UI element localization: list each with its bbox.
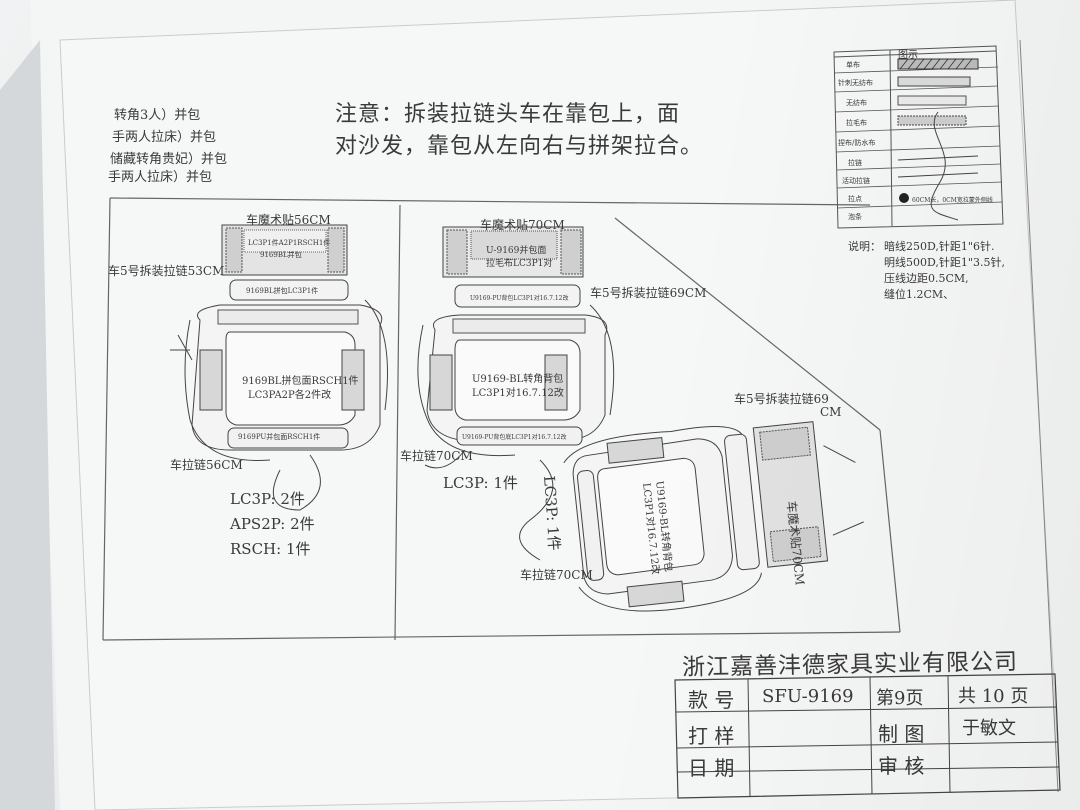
note-3: 储藏转角贵妃）并包: [110, 152, 228, 167]
legend-row-0: 单布: [846, 61, 860, 69]
left-seat-text-1: 9169BL拼包面RSCH1件: [242, 376, 359, 387]
page-number: 第9页: [876, 688, 924, 709]
legend-row-1: 针刺无纺布: [838, 79, 873, 87]
left-top-small-1: LC3P1件A2P1RSCH1件: [248, 239, 331, 247]
left-zipper-label: 车拉链56CM: [170, 458, 243, 472]
note-1: 转角3人）并包: [114, 108, 201, 123]
title-block-grid: [674, 673, 1061, 799]
style-label: 款 号: [688, 688, 735, 712]
notice-line-1: 注意：拆装拉链头车在靠包上，面: [335, 102, 681, 127]
left-count-3: RSCH: 1件: [230, 540, 311, 558]
middle-count: LC3P: 1件: [443, 474, 518, 492]
notice-line-2: 对沙发，靠包从左向右与拼架拉合。: [335, 134, 704, 159]
left-panel-text: 9169BL拼包LC3P1件: [246, 287, 319, 295]
left-velcro-label: 车魔术贴56CM: [246, 213, 331, 227]
drawn-label: 制 图: [878, 722, 925, 746]
instructions-line-1: 暗线250D,针距1"6针.: [884, 240, 995, 253]
instructions-line-3: 压线边距0.5CM,: [884, 272, 969, 285]
left-bottom-text: 9169PU并包面RSCH1件: [238, 433, 321, 441]
left-seat-text-2: LC3PA2P各2件改: [248, 390, 332, 401]
legend-row-4: 捏布/防水布: [838, 139, 876, 147]
middle-velcro-label: 车魔术贴70CM: [480, 218, 565, 232]
middle-bottom-text: U9169-PU背包底LC3P1对16.7.12改: [462, 434, 567, 441]
instructions-line-4: 缝位1.2CM、: [884, 288, 955, 301]
date-label: 日 期: [688, 756, 735, 780]
right-zipper-label: 车拉链70CM: [520, 568, 593, 582]
right-cushion-diagram: [519, 421, 864, 612]
left-count-2: APS2P: 2件: [230, 515, 315, 533]
style-value: SFU-9169: [762, 686, 854, 707]
middle-top-text-1: U-9169并包面: [486, 246, 547, 256]
page-total: 共 10 页: [958, 686, 1029, 707]
left-top-small-2: 9169BL并包: [260, 251, 302, 259]
legend-row-2: 无纺布: [846, 99, 867, 107]
instructions-label: 说明：: [848, 240, 881, 253]
left-cushion-diagram: [170, 224, 388, 511]
note-4: 手两人拉床）并包: [108, 170, 213, 185]
note-2: 手两人拉床）并包: [112, 130, 217, 145]
legend-dot-note: 60CM长，0CM宽拉蒙外侧线: [912, 197, 993, 204]
middle-seat-text-1: U9169-BL转角背包: [472, 374, 564, 385]
left-count-1: LC3P: 2件: [230, 490, 305, 508]
legend-row-8: 泡条: [848, 213, 862, 221]
middle-seat-text-2: LC3P1对16.7.12改: [472, 388, 564, 399]
right-zipper5-label-b: CM: [820, 405, 842, 419]
middle-band-text: U9169-PU背包LC3P1对16.7.12改: [470, 295, 569, 302]
right-zipper5-label-a: 车5号拆装拉链69: [734, 392, 829, 406]
sample-label: 打 样: [688, 724, 735, 748]
middle-zipper5-label: 车5号拆装拉链69CM: [590, 286, 707, 300]
review-label: 审 核: [878, 754, 925, 778]
legend-row-7: 拉点: [848, 195, 862, 203]
middle-top-text-2: 拉毛布LC3P1对: [486, 259, 553, 269]
instructions-line-2: 明线500D,针距1"3.5针,: [884, 256, 1005, 269]
legend-title: 图示: [898, 50, 918, 61]
middle-zipper-label: 车拉链70CM: [400, 449, 473, 463]
left-zipper5-label: 车5号拆装拉链53CM: [108, 264, 225, 278]
middle-cushion-diagram: [417, 226, 615, 469]
legend-row-5: 拉链: [848, 159, 862, 167]
legend-grid: [833, 45, 1004, 229]
legend-row-3: 拉毛布: [846, 119, 867, 127]
drawn-by: 于敏文: [962, 718, 1016, 739]
legend-row-6: 活动拉链: [842, 177, 870, 185]
